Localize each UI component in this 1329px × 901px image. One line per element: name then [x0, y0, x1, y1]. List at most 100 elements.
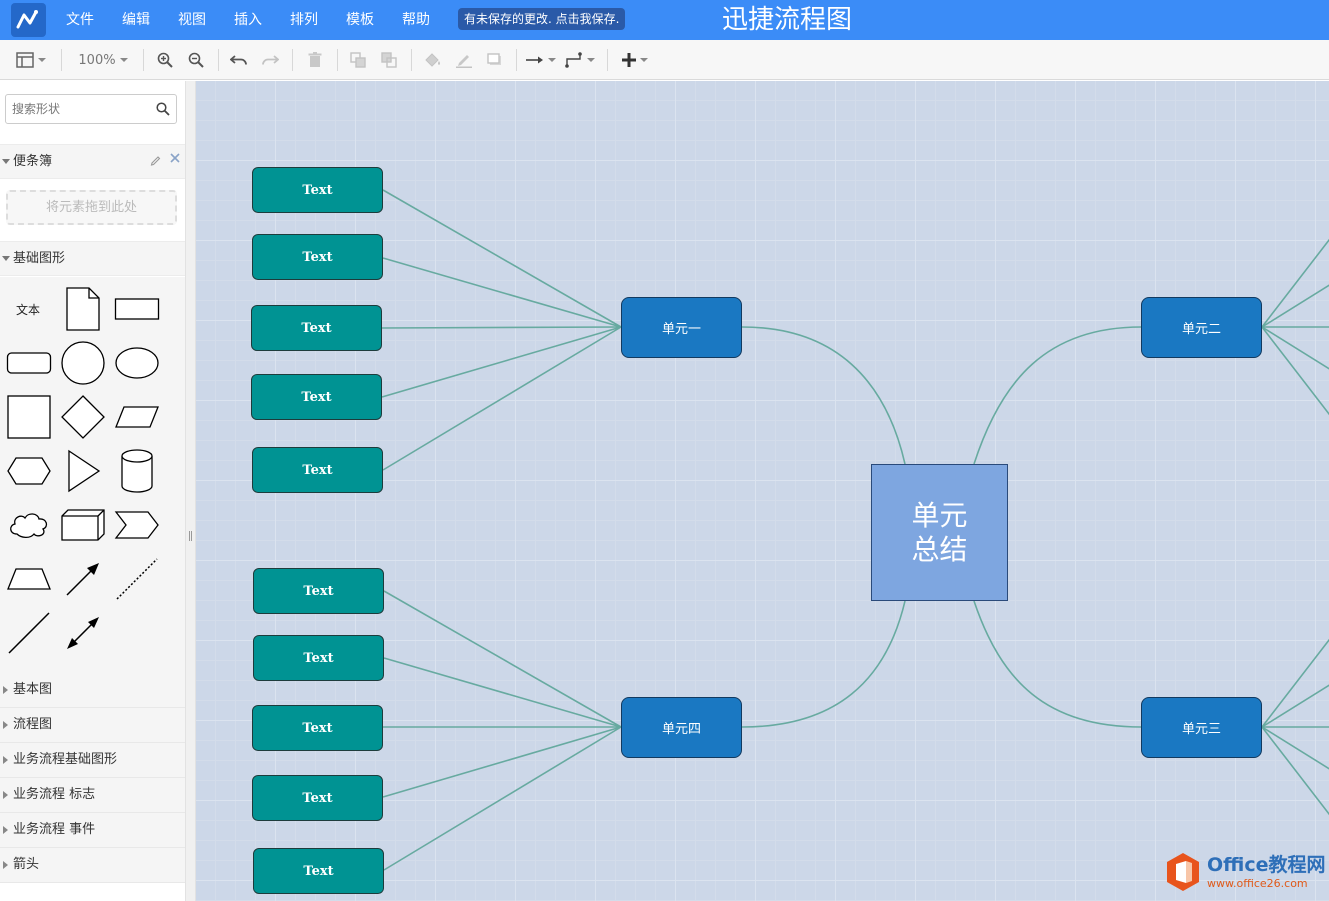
- arrow-connector-shape[interactable]: [59, 555, 107, 603]
- text-shape[interactable]: 文本: [4, 285, 52, 333]
- document-shape[interactable]: [59, 285, 107, 333]
- to-back-button[interactable]: [379, 50, 399, 70]
- unit-node-3[interactable]: 单元三: [1141, 697, 1262, 758]
- text-node[interactable]: Text: [252, 447, 383, 493]
- pencil-icon[interactable]: [150, 154, 162, 166]
- zoom-dropdown[interactable]: 100%: [76, 50, 130, 70]
- fill-color-button[interactable]: [423, 50, 443, 70]
- connection-style-dropdown[interactable]: [525, 50, 557, 70]
- connector[interactable]: [1261, 726, 1329, 773]
- text-node[interactable]: Text: [253, 848, 384, 894]
- cylinder-shape[interactable]: [113, 447, 161, 495]
- insert-dropdown[interactable]: [618, 50, 652, 70]
- connector[interactable]: [973, 600, 1142, 728]
- bidirectional-arrow-shape[interactable]: [59, 609, 107, 657]
- line-color-button[interactable]: [454, 50, 474, 70]
- search-icon[interactable]: [156, 102, 170, 116]
- menu-file[interactable]: 文件: [66, 12, 94, 28]
- triangle-shape[interactable]: [59, 447, 107, 495]
- text-node[interactable]: Text: [253, 568, 384, 614]
- zoom-in-button[interactable]: [155, 50, 175, 70]
- trapezoid-shape[interactable]: [5, 555, 53, 603]
- connector[interactable]: [1261, 326, 1329, 423]
- section-bpmn-events[interactable]: 业务流程 事件: [0, 813, 185, 848]
- section-bpmn-markers[interactable]: 业务流程 标志: [0, 778, 185, 813]
- to-front-button[interactable]: [348, 50, 368, 70]
- menu-edit[interactable]: 编辑: [122, 12, 150, 28]
- section-basic-diagram[interactable]: 基本图: [0, 673, 185, 708]
- unit-node-1[interactable]: 单元一: [621, 297, 742, 358]
- connector[interactable]: [741, 600, 906, 728]
- dotted-line-shape[interactable]: [113, 555, 161, 603]
- basic-shapes-header[interactable]: 基础图形: [0, 241, 185, 276]
- connector[interactable]: [1261, 631, 1329, 728]
- rounded-rectangle-shape[interactable]: [5, 339, 53, 387]
- connector[interactable]: [741, 326, 906, 465]
- connector[interactable]: [382, 726, 622, 798]
- connector[interactable]: [1261, 681, 1329, 728]
- diagram-canvas[interactable]: Text Text Text Text Text Text Text Text …: [196, 81, 1329, 901]
- connector[interactable]: [1261, 281, 1329, 328]
- connector[interactable]: [1261, 726, 1329, 823]
- ellipse-shape[interactable]: [113, 339, 161, 387]
- shadow-button[interactable]: [485, 50, 505, 70]
- undo-button[interactable]: [229, 50, 249, 70]
- text-node[interactable]: Text: [252, 234, 383, 280]
- section-bpmn-basic[interactable]: 业务流程基础图形: [0, 743, 185, 778]
- connector[interactable]: [383, 657, 622, 728]
- step-shape[interactable]: [113, 501, 161, 549]
- unit-node-4[interactable]: 单元四: [621, 697, 742, 758]
- unsaved-changes-button[interactable]: 有未保存的更改. 点击我保存.: [458, 8, 626, 30]
- scratchpad-title: 便条簿: [13, 154, 53, 169]
- connector[interactable]: [382, 189, 622, 328]
- close-icon[interactable]: [170, 153, 180, 163]
- panel-toggle-button[interactable]: [12, 50, 50, 70]
- shapes-sidebar: 便条簿 将元素拖到此处 基础图形 文本 基本图: [0, 81, 185, 901]
- delete-button[interactable]: [305, 50, 325, 70]
- text-node[interactable]: Text: [252, 775, 383, 821]
- text-node[interactable]: Text: [252, 167, 383, 213]
- section-arrows[interactable]: 箭头: [0, 848, 185, 883]
- sidebar-splitter[interactable]: [185, 81, 196, 901]
- connector[interactable]: [382, 257, 622, 328]
- text-node[interactable]: Text: [253, 635, 384, 681]
- connector[interactable]: [382, 326, 622, 471]
- menu-template[interactable]: 模板: [346, 12, 374, 28]
- menu-arrange[interactable]: 排列: [290, 12, 318, 28]
- section-flowchart[interactable]: 流程图: [0, 708, 185, 743]
- connector[interactable]: [1261, 326, 1329, 373]
- center-summary-node[interactable]: 单元总结: [871, 464, 1008, 601]
- line-shape[interactable]: [5, 609, 53, 657]
- text-node[interactable]: Text: [251, 374, 382, 420]
- square-shape[interactable]: [5, 393, 53, 441]
- rectangle-shape[interactable]: [113, 285, 161, 333]
- circle-shape[interactable]: [59, 339, 107, 387]
- menu-help[interactable]: 帮助: [402, 12, 430, 28]
- redo-button[interactable]: [260, 50, 280, 70]
- zoom-out-button[interactable]: [186, 50, 206, 70]
- search-input[interactable]: [12, 101, 152, 117]
- hexagon-shape[interactable]: [5, 447, 53, 495]
- scratchpad-header[interactable]: 便条簿: [0, 144, 185, 179]
- unit-node-2[interactable]: 单元二: [1141, 297, 1262, 358]
- waypoints-dropdown[interactable]: [563, 50, 597, 70]
- scratchpad-dropzone[interactable]: 将元素拖到此处: [6, 190, 177, 225]
- connector[interactable]: [383, 590, 622, 728]
- expand-triangle-icon: [2, 256, 10, 261]
- menu-view[interactable]: 视图: [178, 12, 206, 28]
- connector[interactable]: [381, 326, 622, 329]
- diamond-shape[interactable]: [59, 393, 107, 441]
- connector[interactable]: [383, 726, 622, 871]
- connector[interactable]: [973, 326, 1142, 465]
- text-node[interactable]: Text: [251, 305, 382, 351]
- parallelogram-shape[interactable]: [113, 393, 161, 441]
- app-logo-icon[interactable]: [11, 3, 46, 37]
- connector[interactable]: [1261, 231, 1329, 328]
- menu-insert[interactable]: 插入: [234, 12, 262, 28]
- pencil-icon: [456, 55, 472, 68]
- text-node[interactable]: Text: [252, 705, 383, 751]
- cube-shape[interactable]: [59, 501, 107, 549]
- toolbar-divider: [411, 49, 412, 71]
- connector[interactable]: [381, 326, 622, 398]
- cloud-shape[interactable]: [5, 501, 53, 549]
